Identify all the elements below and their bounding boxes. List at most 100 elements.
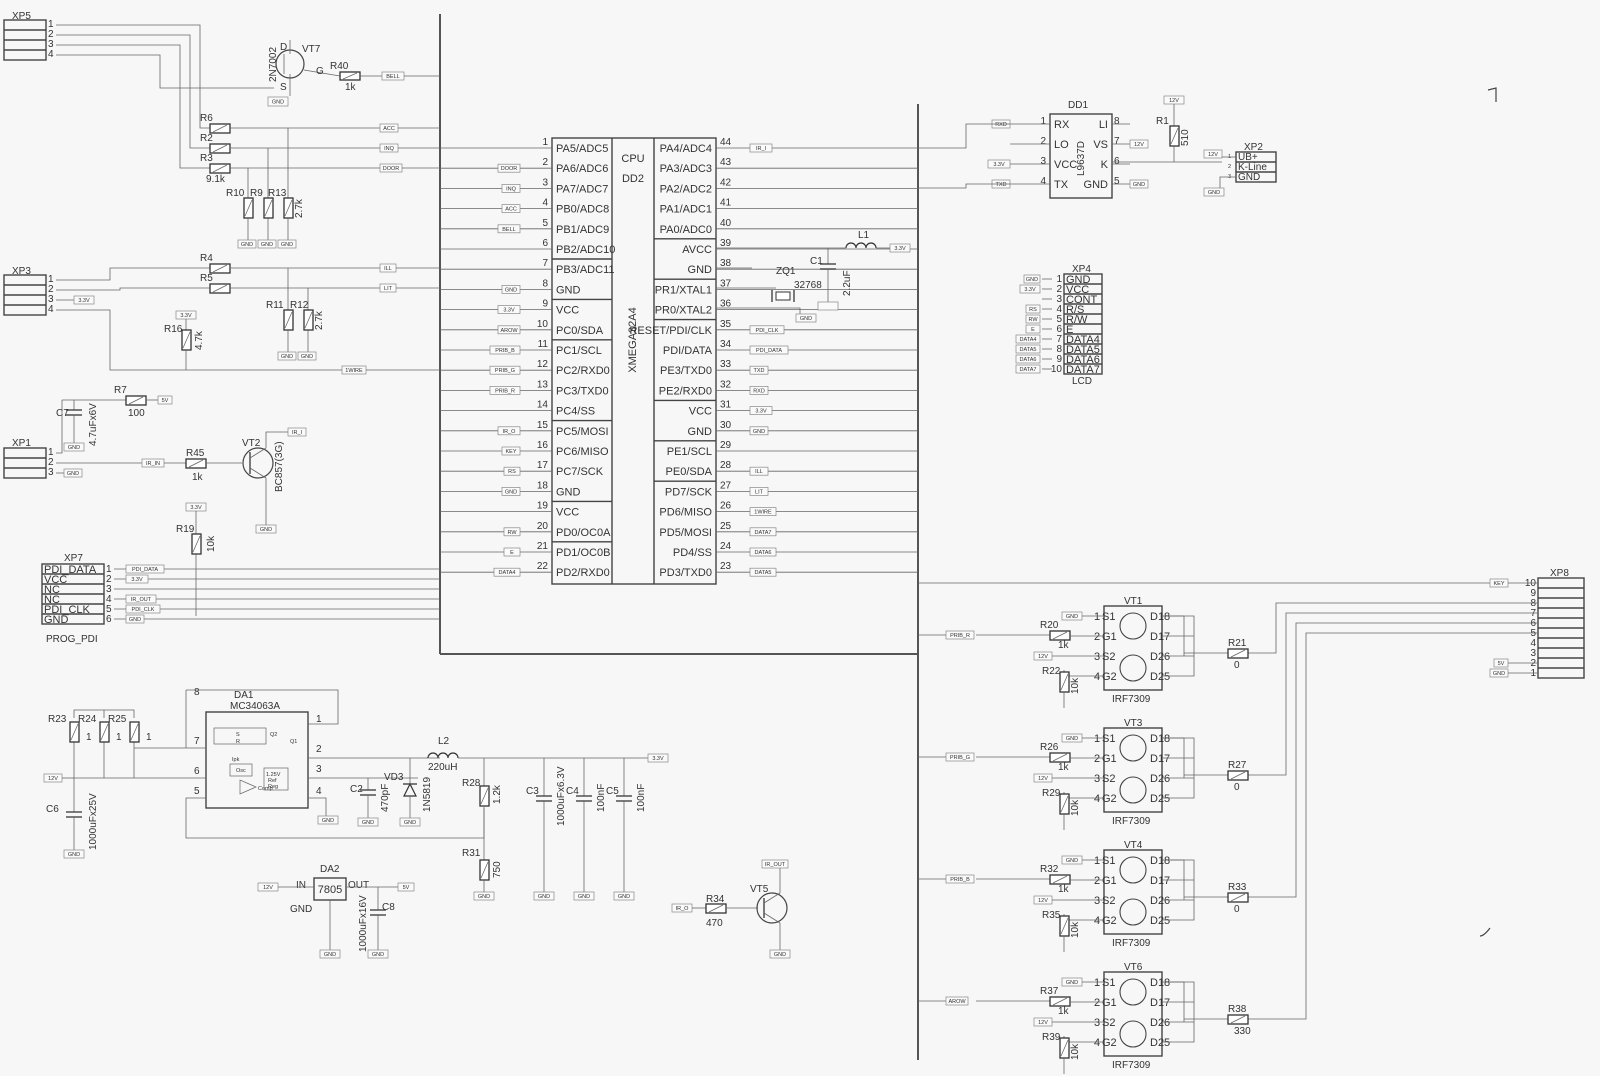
r25-ref: R25 [108,714,127,725]
mcu-net-4: ACC [505,207,517,213]
xp1-pin-3: 3 [48,467,54,478]
l2-value: 220uH [428,762,457,773]
mcu-pin-num-19: 19 [537,501,549,512]
xp4-net-7: DATA4 [1020,337,1037,343]
mcu-pin-num-2: 2 [542,157,548,168]
vt5-gnd: GND [774,952,786,958]
mcu-pin-num-27: 27 [720,480,732,491]
da1-inner-ref: Ref [268,778,277,784]
mcu-pin-num-35: 35 [720,319,732,330]
rail-33: 3.3V [652,756,664,762]
mcu-pin-3: PA7/ADC7 [556,183,608,195]
xp4-net-9: DATA6 [1020,357,1037,363]
resistor-r31: R31 750 GND [462,848,503,901]
mcu-pin-num-1: 1 [542,137,548,148]
zq1-ref: ZQ1 [776,266,796,277]
xp4-num-1: 1 [1056,274,1062,285]
mcu-pin-num-21: 21 [537,541,549,552]
driver-1-rg: R26 [1040,742,1059,753]
transistor-vt5: IR_O R34 470 VT5 IR_OUT GND [671,859,791,959]
mcu-net-9-flag [497,305,521,314]
da2-out: OUT [348,880,369,891]
r45-ref: R45 [186,448,205,459]
mcu-pin-44: PA4/ADC4 [660,143,712,155]
r1-ref: R1 [1156,116,1169,127]
da1-pin5: 5 [194,786,200,797]
dd1-part: L9637D [1076,141,1087,176]
mcu-pin-10: PC0/SDA [556,325,604,337]
mcu-net-11-flag [489,345,521,355]
driver-0-d-0: D18 [1150,611,1170,623]
r4-ref: R4 [200,253,213,264]
xp2-num-2: 2 [1228,164,1231,170]
mcu-pin-num-7: 7 [542,258,548,269]
driver-2-pnum-2: 3 [1094,895,1100,907]
xp7-num-3: 3 [106,584,112,595]
driver-1-d-1: D17 [1150,753,1170,765]
mcu-net-23-flag [749,567,777,577]
vt7-ref: VT7 [302,44,321,55]
da2-part: 7805 [318,884,342,896]
mcu-pin-num-6: 6 [542,238,548,249]
mcu-net-23: DATA5 [755,570,772,576]
mcu-pin-num-44: 44 [720,137,732,148]
r28-value: 1.2k [492,784,503,804]
xp8-pin-2: 2 [1530,658,1536,669]
driver-1-net-flag [945,752,975,762]
xp2-row-1: UB+ [1238,152,1258,163]
driver-0-part: IRF7309 [1112,694,1151,705]
driver-2-pnum-3: 4 [1094,915,1100,927]
c6-gnd: GND [68,852,80,858]
mcu-net-21-flag [503,547,521,557]
l1-ref: L1 [858,230,870,241]
mcu-pin-num-8: 8 [542,278,548,289]
mcu-net-17-flag [503,466,521,476]
driver-0-pnum-3: 4 [1094,671,1100,683]
resistor-r1: 12V R1 510 [1112,95,1222,163]
mcu-pin-num-18: 18 [537,480,549,491]
dd1-num-4: 4 [1040,176,1046,187]
mcu-net-24: DATA6 [755,550,772,556]
xp5-pin-3: 3 [48,39,54,50]
r25-value: 1 [146,732,152,743]
driver-3-d-0: D18 [1150,977,1170,989]
xp4-net-1-flag [1023,274,1041,284]
xp2-row-3: GND [1238,172,1260,183]
mcu-pin-28: PE0/SDA [666,466,713,478]
driver-0-d-3: D25 [1150,671,1170,683]
driver-3-net-flag [945,996,969,1006]
mcu-pin-43: PA3/ADC3 [660,163,712,175]
xp7-num-1: 1 [106,564,112,575]
c1-value: 2.2uF [842,270,853,296]
driver-2-part: IRF7309 [1112,938,1151,949]
xp7-net-2: 3.3V [131,577,143,583]
mcu-pin-32: PE2/RXD0 [659,385,712,397]
mcu-pin-38: GND [688,264,713,276]
mcu-pin-9: VCC [556,305,579,317]
dd1-num-2: 2 [1040,136,1046,147]
xp7-net-5-flag [125,604,161,614]
resistor-r3: R3 9.1k DOOR [200,153,440,185]
da1-inner-ipk: Ipk [232,757,240,763]
dd1-num-6: 6 [1114,156,1120,167]
driver-3-pnum-1: 2 [1094,997,1100,1009]
mcu-net-18-flag [501,487,521,496]
xp8-pin-1: 1 [1530,668,1536,679]
dd1-pin-5: GND [1084,179,1109,191]
vt7-g: G [316,66,324,77]
xp5-pin-2: 2 [48,29,54,40]
driver-3-rg: R37 [1040,986,1059,997]
mcu-net-12: PRIB_G [495,368,515,374]
r34-net: IR_O [676,906,690,912]
regulator-da2: DA2 7805 IN OUT GND 12V 5V GND [257,864,415,959]
mcu-net-5-flag [497,224,521,234]
mcu-net-8-flag [501,285,521,294]
mcu-pin-num-24: 24 [720,541,732,552]
driver-2-gnd: GND [1066,858,1078,864]
l1-net: 3.3V [894,246,906,252]
resistor-r5: R5 LIT [200,273,440,294]
dd1-num-3: 3 [1040,156,1046,167]
c6-value: 1000uFx25V [88,793,99,850]
mcu-pin-num-33: 33 [720,359,732,370]
